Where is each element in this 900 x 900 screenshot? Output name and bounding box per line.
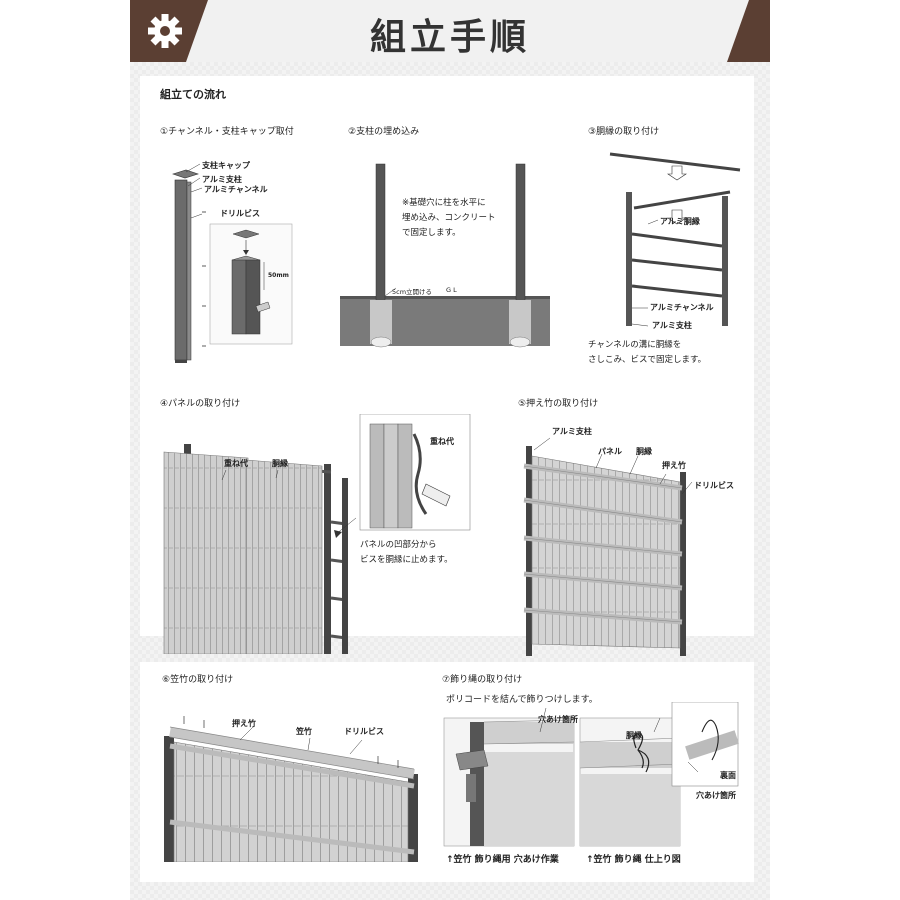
step4-note: パネルの凹部分から ビスを胴縁に止めます。 <box>360 538 453 568</box>
step1-label-pole: アルミ支柱 <box>202 175 242 184</box>
step5-label-panel: パネル <box>598 447 622 456</box>
step4-inset-label-overlap: 重ね代 <box>430 437 454 446</box>
step3-note-line1: チャンネルの溝に胴縁を <box>588 340 682 350</box>
step4-title: ④パネルの取り付け <box>160 399 241 409</box>
flow-title: 組立ての流れ <box>160 88 226 101</box>
step6-label-top-bamboo: 笠竹 <box>296 727 312 736</box>
upper-panel: 組立ての流れ ①チャンネル・支柱キャップ取付 <box>140 76 754 656</box>
step1-label-screw: ドリルビス <box>220 209 260 218</box>
step5-diagram <box>523 437 693 656</box>
step2-label-gap: 5cm立開ける <box>392 288 433 296</box>
step5-label-rail: 胴縁 <box>636 447 652 456</box>
step1-label-50mm: 50mm <box>268 272 289 279</box>
step7-caption-right: ↑笠竹 飾り縄 仕上り図 <box>586 855 681 865</box>
step4-note-line2: ビスを胴縁に止めます。 <box>360 555 453 565</box>
step7-title: ⑦飾り縄の取り付け <box>442 675 523 685</box>
step1-diagram <box>172 163 293 363</box>
step2-title: ②支柱の埋め込み <box>348 127 420 137</box>
page-title: 組立手順 <box>369 17 530 58</box>
step7-subtitle: ポリコードを結んで飾りつけします。 <box>446 695 598 705</box>
step5-label-pole: アルミ支柱 <box>552 427 592 436</box>
step2-note-line3: で固定します。 <box>402 228 461 238</box>
step1-label-channel: アルミチャンネル <box>204 185 268 194</box>
step7-diagram <box>443 702 739 847</box>
step5-label-press-bamboo: 押え竹 <box>662 461 686 470</box>
step5-label-screw: ドリルビス <box>694 481 734 490</box>
step7-label-rail: 胴縁 <box>626 731 642 740</box>
step2-diagram <box>340 163 550 348</box>
step7-label-hole-left: 穴あけ箇所 <box>538 715 578 724</box>
step5-title: ⑤押え竹の取り付け <box>518 399 599 409</box>
step4-label-rail: 胴縁 <box>272 459 288 468</box>
step3-label-rail: アルミ胴縁 <box>660 217 700 226</box>
step1-label-cap: 支柱キャップ <box>202 161 250 170</box>
step4-note-line1: パネルの凹部分から <box>360 540 437 550</box>
step3-label-channel: アルミチャンネル <box>650 303 714 312</box>
step6-title: ⑥笠竹の取り付け <box>162 675 234 685</box>
header-bar: 組立手順 <box>130 0 770 62</box>
step2-note-line2: 埋め込み、コンクリート <box>402 213 496 223</box>
step1-title: ①チャンネル・支柱キャップ取付 <box>160 127 294 137</box>
step6-label-press-bamboo: 押え竹 <box>232 719 256 728</box>
gear-icon <box>148 14 182 48</box>
step3-label-pole: アルミ支柱 <box>652 321 692 330</box>
lower-panel: ⑥笠竹の取り付け <box>140 662 754 882</box>
step3-diagram <box>609 152 741 327</box>
step7-caption-left: ↑笠竹 飾り縄用 穴あけ作業 <box>446 855 559 865</box>
step3-note-line2: さしこみ、ビスで固定します。 <box>588 355 707 365</box>
header-background <box>130 0 770 62</box>
step3-title: ③胴縁の取り付け <box>588 127 660 137</box>
content-area: 組立ての流れ ①チャンネル・支柱キャップ取付 <box>130 62 770 900</box>
step4-label-overlap: 重ね代 <box>224 459 248 468</box>
step2-note: ※基礎穴に柱を水平に 埋め込み、コンクリート で固定します。 <box>402 196 496 241</box>
step2-label-gl: G L <box>446 286 457 294</box>
step6-label-screw: ドリルビス <box>344 727 384 736</box>
step6-diagram <box>164 716 418 862</box>
step3-note: チャンネルの溝に胴縁を さしこみ、ビスで固定します。 <box>588 338 706 368</box>
step4-diagram <box>163 414 471 654</box>
step2-note-line1: ※基礎穴に柱を水平に <box>402 198 486 208</box>
step7-label-hole-right: 穴あけ箇所 <box>696 791 736 800</box>
step7-label-back: 裏面 <box>720 771 736 780</box>
